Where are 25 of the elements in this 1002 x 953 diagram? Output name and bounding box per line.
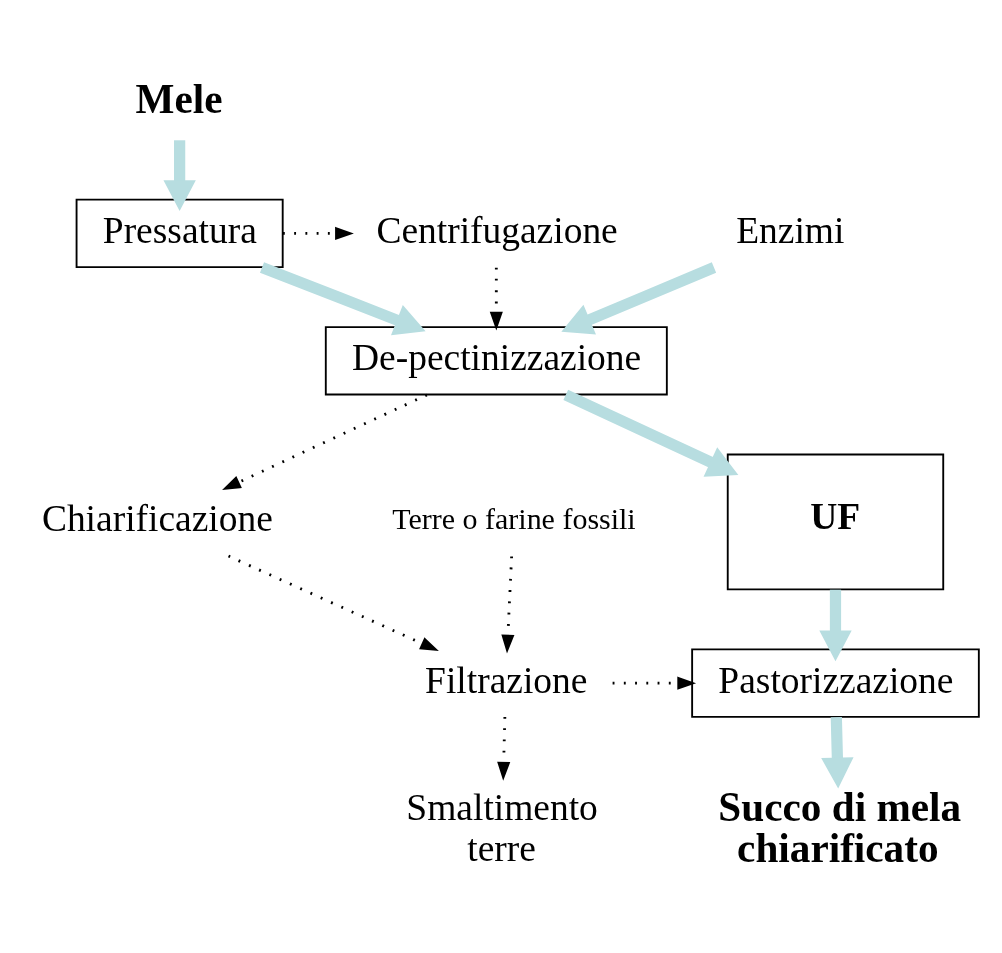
node-box: Pressatura — [75, 198, 284, 268]
node-text: Chiarificazione — [41, 497, 273, 539]
arrow — [821, 716, 854, 788]
node-text: Terre o farine fossili — [392, 501, 636, 535]
arrow — [259, 261, 426, 335]
node-text: Enzimi — [736, 209, 845, 251]
node-text: Succo di mela chiarificato — [718, 783, 962, 871]
node-box: De-pectinizzazione — [324, 325, 668, 395]
node-text: Mele — [135, 75, 223, 122]
node-box: Pastorizzazione — [691, 647, 980, 718]
arrow — [227, 554, 439, 651]
arrow — [489, 267, 503, 330]
node-text: Smaltimento terre — [406, 786, 598, 869]
arrow — [282, 226, 354, 240]
arrow — [497, 716, 511, 781]
arrow — [563, 389, 739, 477]
arrow — [561, 261, 717, 335]
node-text: Filtrazione — [425, 659, 588, 700]
arrow — [163, 139, 196, 211]
node-text: Centrifugazione — [376, 209, 618, 251]
arrow — [222, 393, 428, 490]
arrow — [612, 676, 697, 690]
arrow — [819, 589, 852, 661]
arrow — [501, 555, 515, 653]
node-box: UF — [726, 453, 945, 590]
